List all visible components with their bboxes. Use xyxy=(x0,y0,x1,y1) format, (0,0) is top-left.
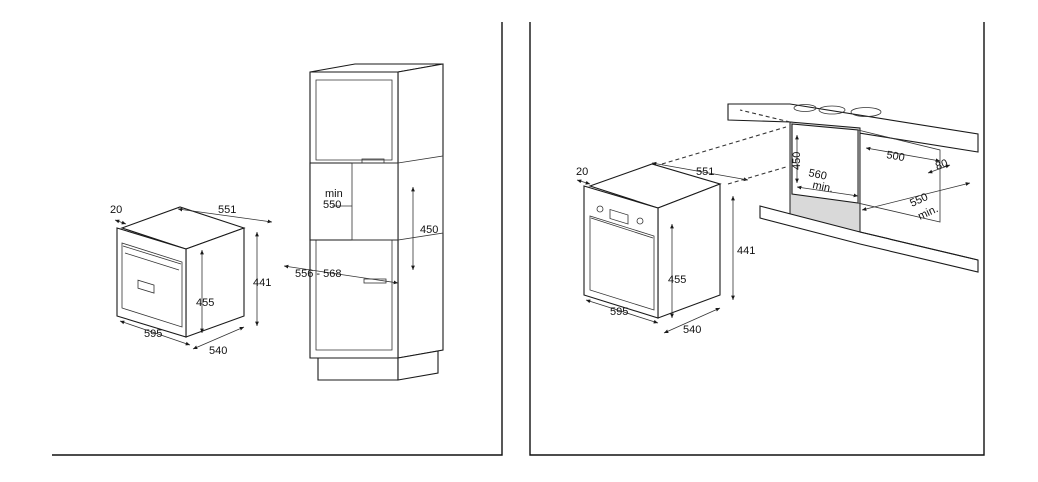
cutout-width-min-label: min. xyxy=(811,179,834,195)
under-counter-cabinet xyxy=(727,103,979,273)
cutout-width-label: 560 xyxy=(807,167,827,183)
right-oven-width-bottom-label: 595 xyxy=(610,306,628,318)
cabinet-opening-height-label: 450 xyxy=(420,224,438,236)
left-oven-width-top-label: 551 xyxy=(218,204,236,216)
left-oven-depth-front-label: 20 xyxy=(110,204,122,216)
left-panel: 20 551 441 455 595 540 m xyxy=(52,22,503,456)
right-panel-frame xyxy=(529,22,985,456)
cutout-height-label: 450 xyxy=(791,152,803,170)
cutout-gap-label: 80 xyxy=(934,157,950,172)
cutout-top-width-label: 500 xyxy=(885,149,905,164)
left-panel-frame xyxy=(52,22,503,456)
right-panel: 20 551 441 455 595 540 450 560 xyxy=(529,22,985,456)
right-oven-dims xyxy=(576,126,787,334)
right-oven-height-side-label: 441 xyxy=(737,245,755,257)
left-oven-depth-bottom-label: 540 xyxy=(209,345,227,357)
right-oven-depth-bottom-label: 540 xyxy=(683,324,701,336)
right-oven-height-front-label: 455 xyxy=(668,274,686,286)
left-oven-height-side-label: 441 xyxy=(253,277,271,289)
left-oven-dims xyxy=(114,207,273,350)
right-oven-width-top-label: 551 xyxy=(696,166,714,178)
left-oven-height-front-label: 455 xyxy=(196,297,214,309)
tall-cabinet xyxy=(309,63,444,381)
right-oven xyxy=(583,163,722,319)
cabinet-min-value-label: 550 xyxy=(323,199,341,211)
right-oven-depth-front-label: 20 xyxy=(576,166,588,178)
cutout-dims xyxy=(795,135,971,211)
left-oven-width-bottom-label: 595 xyxy=(144,328,162,340)
cabinet-opening-width-label: 556 - 568 xyxy=(295,268,341,280)
cabinet-min-label: min xyxy=(325,188,343,200)
left-oven xyxy=(116,206,246,338)
cabinet-dims xyxy=(283,187,415,285)
